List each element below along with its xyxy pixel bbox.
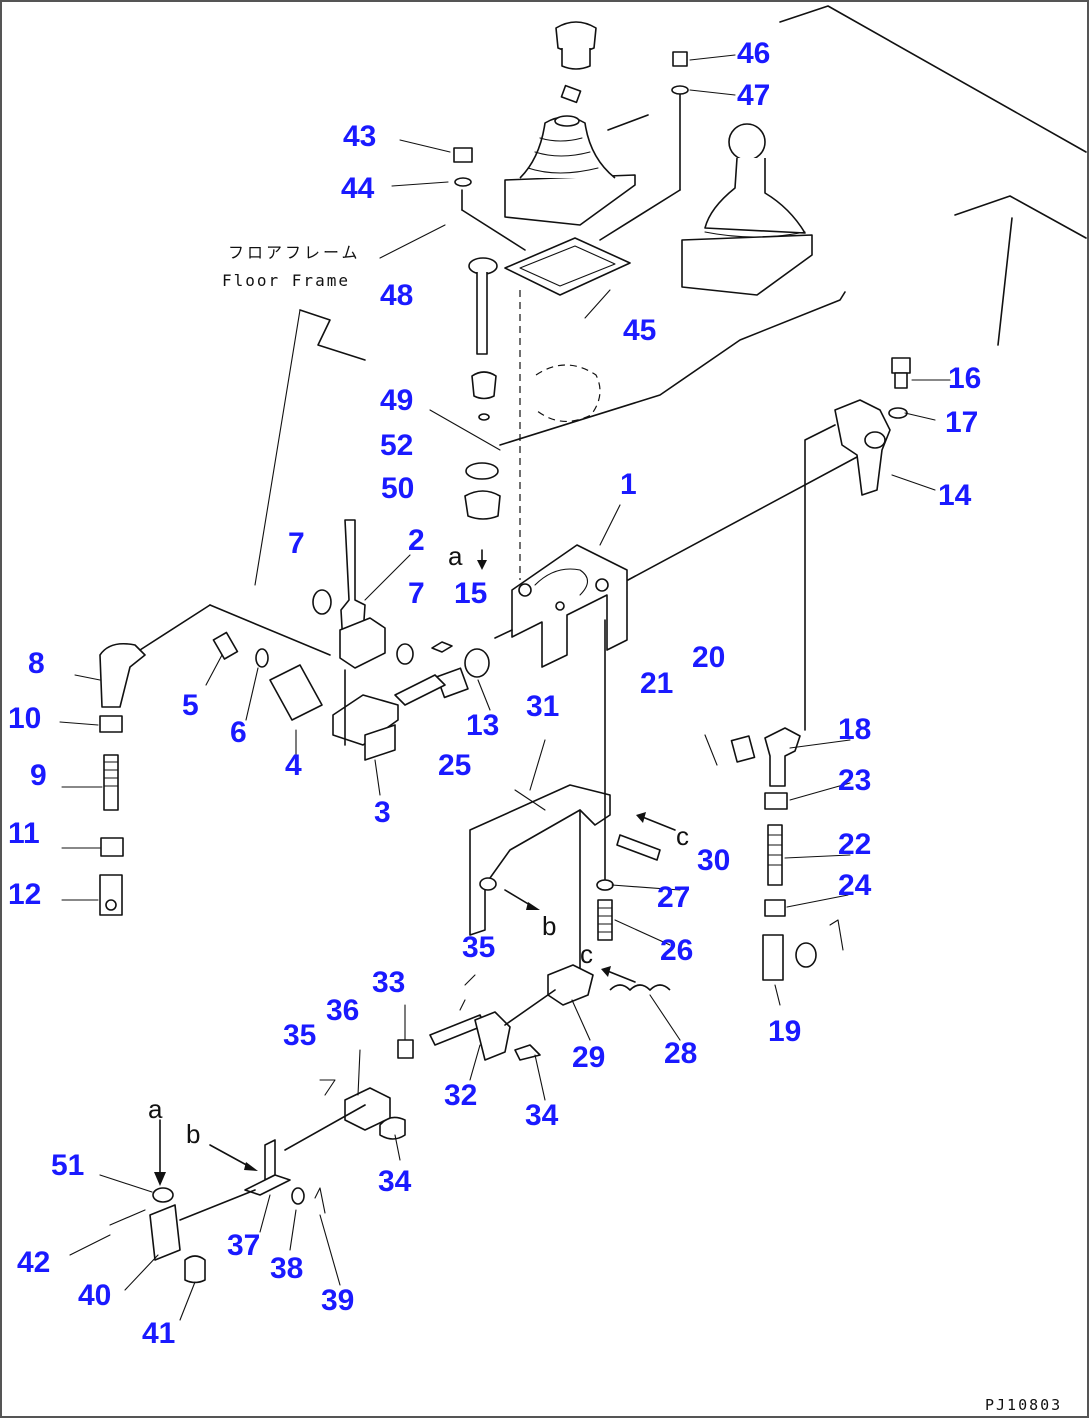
callout-23: 23 (838, 764, 871, 797)
floor-frame-label-en: Floor Frame (222, 271, 350, 290)
link-rod-left (99, 604, 331, 916)
callout-4: 4 (285, 749, 302, 782)
drawing-code: PJ10803 (985, 1396, 1062, 1414)
callout-29: 29 (572, 1041, 605, 1074)
callout-42: 42 (17, 1246, 50, 1279)
callout-34a: 34 (525, 1099, 559, 1132)
floor-frame-outline (254, 5, 1087, 586)
callout-38: 38 (270, 1252, 303, 1285)
callout-40: 40 (78, 1279, 111, 1312)
callout-45: 45 (623, 314, 656, 347)
callout-32: 32 (444, 1079, 477, 1112)
callout-46: 46 (737, 37, 770, 70)
callout-15: 15 (454, 577, 487, 610)
leader-lines (59, 289, 951, 1321)
callout-11: 11 (8, 817, 40, 850)
callout-10: 10 (8, 702, 41, 735)
callout-28: 28 (664, 1037, 697, 1070)
callout-21: 21 (640, 667, 673, 700)
callout-2: 2 (408, 524, 425, 557)
callout-44: 44 (341, 172, 375, 205)
lever-boot-right (681, 123, 813, 296)
callout-13: 13 (466, 709, 499, 742)
callout-52: 52 (380, 429, 413, 462)
ref-letter-c-upper: c (676, 821, 689, 851)
callout-43: 43 (343, 120, 376, 153)
ref-letter-b-bottom: b (186, 1119, 200, 1149)
callout-50: 50 (381, 472, 414, 505)
callout-18: 18 (838, 713, 871, 746)
reference-arrows (154, 549, 676, 1186)
callout-22: 22 (838, 828, 871, 861)
pin-and-washer (212, 631, 323, 721)
callout-7a: 7 (288, 527, 305, 560)
bracket-lower (469, 619, 661, 976)
lower-linkage (319, 964, 671, 1140)
callout-24: 24 (838, 869, 872, 902)
callout-35a: 35 (462, 931, 495, 964)
callout-19: 19 (768, 1015, 801, 1048)
link-rod-right (704, 727, 844, 981)
callout-17: 17 (945, 406, 978, 439)
callout-31: 31 (526, 690, 559, 723)
callout-47: 47 (737, 79, 770, 112)
ref-letter-a-bottom: a (148, 1094, 163, 1124)
lower-left-assembly (109, 1087, 391, 1284)
callout-9: 9 (30, 759, 47, 792)
callout-12: 12 (8, 878, 41, 911)
upper-right-bracket (804, 357, 911, 731)
callout-37: 37 (227, 1229, 260, 1262)
callout-1: 1 (620, 468, 637, 501)
lever-assembly-left (312, 519, 490, 761)
ref-letter-a-top: a (448, 541, 463, 571)
ref-letter-c-lower: c (580, 939, 593, 969)
callout-5: 5 (182, 689, 199, 722)
floor-frame-label-jp: フロアフレーム (228, 243, 361, 262)
callout-6: 6 (230, 716, 247, 749)
callout-33: 33 (372, 966, 405, 999)
callout-8: 8 (28, 647, 45, 680)
callout-30: 30 (697, 844, 730, 877)
lever-boot-left (504, 114, 649, 226)
callout-39: 39 (321, 1284, 354, 1317)
callout-7b: 7 (408, 577, 425, 610)
callout-20: 20 (692, 641, 725, 674)
callout-35b: 35 (283, 1019, 316, 1052)
callout-numbers: 1 2 3 4 5 6 7 7 8 9 10 11 12 13 14 15 16… (8, 37, 981, 1350)
callout-27: 27 (657, 881, 690, 914)
callout-41: 41 (142, 1317, 175, 1350)
lever-knob-upper (555, 21, 597, 104)
callout-34b: 34 (378, 1165, 412, 1198)
callout-25: 25 (438, 749, 471, 782)
callout-51: 51 (51, 1149, 84, 1182)
callout-26: 26 (660, 934, 693, 967)
callout-3: 3 (374, 796, 391, 829)
gasket-plate (461, 91, 681, 296)
rod-and-bushings (429, 257, 601, 580)
callout-48: 48 (380, 279, 413, 312)
callout-14: 14 (938, 479, 972, 512)
bracket-main (494, 449, 871, 668)
small-bolts-top (391, 51, 736, 187)
callout-16: 16 (948, 362, 981, 395)
ref-letter-b-mid: b (542, 911, 556, 941)
callout-36: 36 (326, 994, 359, 1027)
callout-49: 49 (380, 384, 413, 417)
